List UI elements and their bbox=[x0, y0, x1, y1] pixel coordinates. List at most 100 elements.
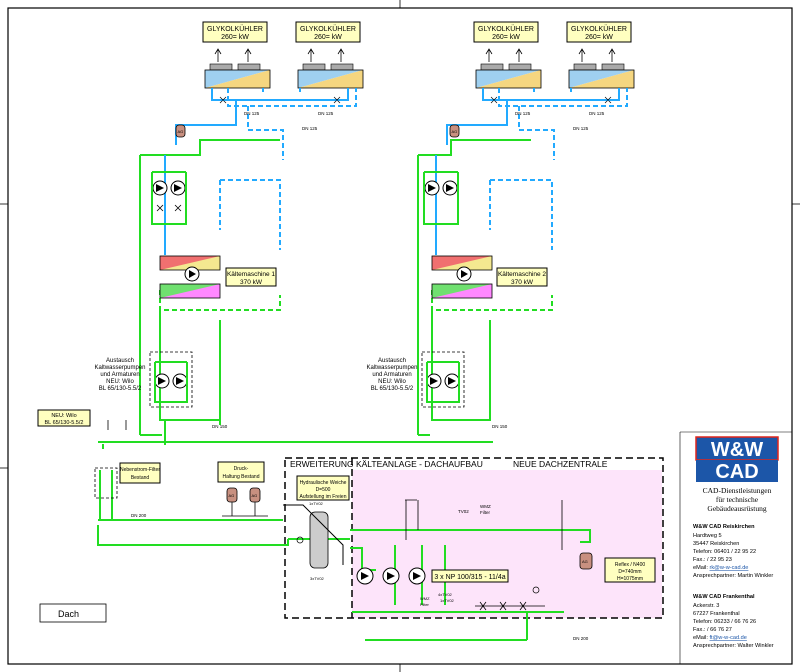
chiller-1: Kältemaschine 1 370 kW bbox=[159, 255, 277, 299]
office1-email-link: rk@w-w-cad.de bbox=[709, 565, 748, 571]
svg-text:W&W CAD Reiskirchen: W&W CAD Reiskirchen bbox=[693, 524, 755, 530]
svg-text:DN 200: DN 200 bbox=[131, 513, 147, 518]
svg-text:67227 Frankenthal: 67227 Frankenthal bbox=[693, 611, 740, 617]
svg-text:Austausch: Austausch bbox=[378, 358, 406, 364]
svg-text:eMail: rk@w-w-cad.de: eMail: rk@w-w-cad.de bbox=[693, 565, 748, 571]
expansion-tank-right: AG bbox=[449, 124, 460, 138]
svg-text:Telefon: 06233 / 66 76 26: Telefon: 06233 / 66 76 26 bbox=[693, 619, 756, 625]
company-line2: für technische bbox=[716, 495, 759, 504]
new-wilo-label: NEU: Wilo BL 65/130-5.5/2 bbox=[37, 409, 91, 427]
svg-text:eMail: ft@w-w-cad.de: eMail: ft@w-w-cad.de bbox=[693, 635, 747, 641]
svg-text:NEU: Wilo: NEU: Wilo bbox=[378, 379, 406, 385]
svg-text:DN 125: DN 125 bbox=[589, 111, 605, 116]
glycol-cooler-2: GLYKOLKÜHLER 260= kW bbox=[295, 21, 364, 89]
svg-text:Fax.: / 66 76 27: Fax.: / 66 76 27 bbox=[693, 627, 732, 633]
svg-text:Kaltwasserpumpen: Kaltwasserpumpen bbox=[366, 365, 417, 371]
new-roof-central-area bbox=[352, 470, 662, 618]
svg-text:260= kW: 260= kW bbox=[585, 34, 613, 41]
svg-text:DN 125: DN 125 bbox=[515, 111, 531, 116]
svg-text:Nebenstrom-Filter: Nebenstrom-Filter bbox=[120, 467, 160, 473]
pressure-tanks: AG AG bbox=[222, 487, 268, 517]
pump-pair-left-bottom bbox=[149, 351, 193, 408]
svg-text:BL 65/130-5.5/2: BL 65/130-5.5/2 bbox=[99, 386, 142, 392]
svg-text:DN 125: DN 125 bbox=[318, 111, 334, 116]
left-bypass-loop bbox=[94, 420, 127, 520]
svg-text:DN 150: DN 150 bbox=[212, 424, 228, 429]
svg-text:AG: AG bbox=[582, 559, 588, 564]
bypass-filter-label: Nebenstrom-Filter Bestand bbox=[119, 462, 161, 484]
office-reiskirchen: W&W CAD Reiskirchen Hardtweg 5 35447 Rei… bbox=[693, 524, 773, 579]
svg-text:Reflex / N400: Reflex / N400 bbox=[615, 562, 646, 568]
pump-pair-right-bottom bbox=[421, 351, 465, 408]
pump-note-right: Austausch Kaltwasserpumpen und Armaturen… bbox=[366, 358, 417, 392]
svg-text:260= kW: 260= kW bbox=[492, 34, 520, 41]
svg-text:WMZ: WMZ bbox=[480, 504, 491, 509]
svg-text:Aufstellung im Freien: Aufstellung im Freien bbox=[300, 494, 347, 500]
hydraulic-separator: Hydraulische Weiche D=500 Aufstellung im… bbox=[283, 475, 350, 569]
section-right-title: NEUE DACHZENTRALE bbox=[513, 459, 608, 469]
svg-text:CAD: CAD bbox=[715, 461, 758, 483]
svg-text:Druck-: Druck- bbox=[234, 466, 249, 472]
svg-text:DN 150: DN 150 bbox=[492, 424, 508, 429]
svg-text:1xTV02: 1xTV02 bbox=[309, 501, 324, 506]
svg-text:Hardtweg 5: Hardtweg 5 bbox=[693, 533, 722, 539]
extension-roof-area bbox=[284, 457, 664, 619]
svg-text:TV02: TV02 bbox=[458, 509, 469, 514]
cooler-pipes-left: DN 125 DN 125 DN 125 bbox=[175, 88, 357, 160]
svg-text:35447 Reiskirchen: 35447 Reiskirchen bbox=[693, 541, 739, 547]
svg-text:und Armaturen: und Armaturen bbox=[372, 372, 411, 378]
small-tags: TV02 WMZ Filter 1xTV02 3xTV02 4xTV02 1xT… bbox=[309, 501, 491, 607]
svg-text:WMZ: WMZ bbox=[420, 596, 430, 601]
office2-email-link: ft@w-w-cad.de bbox=[709, 635, 746, 641]
svg-text:Haltung Bestand: Haltung Bestand bbox=[223, 474, 260, 480]
glycol-cooler-4: GLYKOLKÜHLER 260= kW bbox=[566, 21, 635, 89]
new-pump-set: 3 x NP 100/315 - 11/4a bbox=[356, 499, 563, 585]
reflex-vessel: AG Reflex / N400 D=740mm H=1075mm bbox=[579, 552, 656, 583]
glycol-cooler-3: GLYKOLKÜHLER 260= kW bbox=[473, 21, 542, 89]
expansion-tank-left: AG bbox=[175, 124, 186, 138]
svg-text:GLYKOLKÜHLER: GLYKOLKÜHLER bbox=[478, 25, 534, 33]
svg-text:Filter: Filter bbox=[480, 510, 491, 515]
svg-text:AG: AG bbox=[252, 493, 258, 498]
svg-text:AG: AG bbox=[229, 493, 235, 498]
company-line3: Gebäudeausrüstung bbox=[707, 504, 766, 513]
chiller-2: Kältemaschine 2 370 kW bbox=[431, 255, 548, 299]
svg-text:Kaltwasserpumpen: Kaltwasserpumpen bbox=[94, 365, 145, 371]
svg-text:260= kW: 260= kW bbox=[221, 34, 249, 41]
main-headers: DN 150 DN 150 DN 200 DN 200 bbox=[97, 424, 591, 641]
section-left-title: ERWEITERUNG KÄLTEANLAGE - DACHAUFBAU bbox=[290, 459, 483, 469]
chiller-1-name: Kältemaschine 1 bbox=[227, 271, 275, 278]
svg-text:Telefon: 06401 / 22 95 22: Telefon: 06401 / 22 95 22 bbox=[693, 549, 756, 555]
svg-text:DN 125: DN 125 bbox=[244, 111, 260, 116]
svg-text:4xTV02: 4xTV02 bbox=[438, 592, 453, 597]
svg-text:Ansprechpartner: Walter Winkle: Ansprechpartner: Walter Winkler bbox=[693, 643, 774, 649]
svg-text:W&W: W&W bbox=[711, 439, 763, 461]
pump-set-label: 3 x NP 100/315 - 11/4a bbox=[434, 574, 505, 581]
svg-text:DN 200: DN 200 bbox=[573, 636, 589, 641]
pump-note-left: Austausch Kaltwasserpumpen und Armaturen… bbox=[94, 358, 145, 392]
svg-text:D=740mm: D=740mm bbox=[618, 569, 641, 575]
svg-text:H=1075mm: H=1075mm bbox=[617, 576, 643, 582]
pump-pair-left-top bbox=[151, 171, 187, 225]
chiller-1-power: 370 kW bbox=[240, 279, 263, 286]
pump-pair-right-top bbox=[423, 171, 459, 225]
svg-text:Austausch: Austausch bbox=[106, 358, 134, 364]
svg-text:und Armaturen: und Armaturen bbox=[100, 372, 139, 378]
svg-text:1xTV02: 1xTV02 bbox=[440, 598, 455, 603]
office-frankenthal: W&W CAD Frankenthal Ackerstr. 3 67227 Fr… bbox=[693, 594, 774, 649]
svg-text:Fax.: / 22 95 23: Fax.: / 22 95 23 bbox=[693, 557, 732, 563]
svg-text:3xTV02: 3xTV02 bbox=[310, 576, 325, 581]
svg-text:Bestand: Bestand bbox=[131, 475, 150, 481]
svg-text:GLYKOLKÜHLER: GLYKOLKÜHLER bbox=[207, 25, 263, 33]
svg-text:D=500: D=500 bbox=[316, 487, 331, 493]
valve-train bbox=[475, 586, 545, 611]
svg-text:Ansprechpartner: Martin Winkle: Ansprechpartner: Martin Winkler bbox=[693, 573, 773, 579]
svg-text:Filter: Filter bbox=[420, 602, 430, 607]
chiller-2-power: 370 kW bbox=[511, 279, 534, 286]
svg-text:AG: AG bbox=[178, 129, 184, 134]
svg-text:AG: AG bbox=[452, 129, 458, 134]
cooler-pipes-right: DN 125 DN 125 DN 125 bbox=[446, 88, 628, 160]
svg-text:DN 125: DN 125 bbox=[573, 126, 589, 131]
svg-text:BL 65/130-5.5/2: BL 65/130-5.5/2 bbox=[371, 386, 414, 392]
